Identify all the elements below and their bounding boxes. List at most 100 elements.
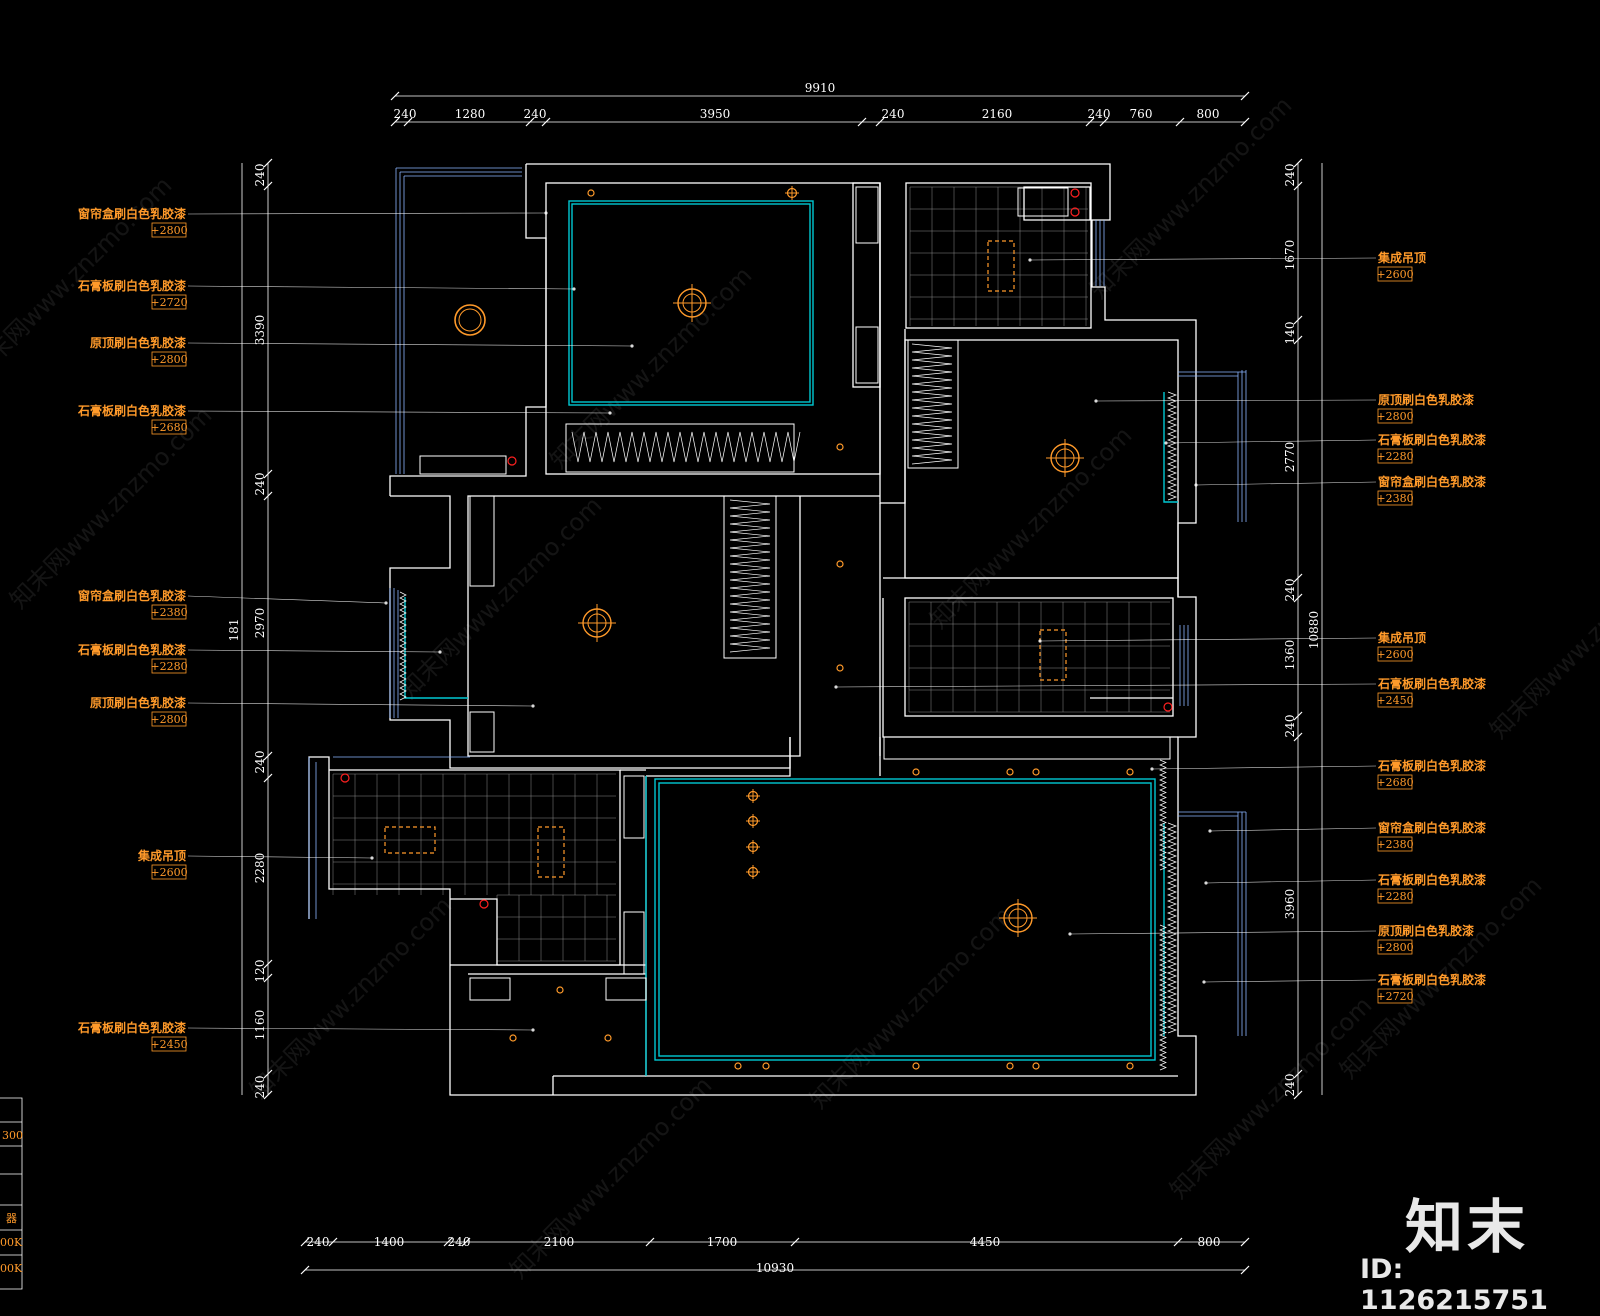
top-dim-9: 800 (1197, 107, 1220, 121)
hanger-zigzag (571, 431, 801, 463)
left-dim-1: 240 (253, 164, 267, 187)
leader-line (1209, 827, 1377, 832)
right-anno-label: 石膏板刷白色乳胶漆 (1377, 758, 1486, 773)
dim-tick (1175, 117, 1185, 127)
dim-tick (1085, 117, 1095, 127)
dim-tick (1293, 732, 1303, 742)
bottom-dim-2: 1400 (374, 1235, 405, 1249)
red-fixtures (340, 188, 1173, 909)
right-anno-label: 原顶刷白色乳胶漆 (1378, 392, 1474, 407)
right-anno-label: 集成吊顶 (1377, 250, 1426, 265)
left-anno-value: +2600 (150, 866, 187, 879)
dim-tick (1293, 181, 1303, 191)
spot-light (762, 1062, 770, 1070)
right-annotations: 集成吊顶+2600原顶刷白色乳胶漆+2800石膏板刷白色乳胶漆+2280窗帘盒刷… (1376, 250, 1486, 1004)
left-anno-label: 原顶刷白色乳胶漆 (90, 695, 186, 710)
dim-tick (390, 91, 400, 101)
dim-tick (443, 1237, 453, 1247)
hanger-zigzag (729, 499, 771, 653)
left-dim-9: 240 (253, 1076, 267, 1099)
left-anno-label: 石膏板刷白色乳胶漆 (77, 278, 186, 293)
leader-dot (1038, 639, 1042, 643)
dim-tick (1099, 117, 1109, 127)
dim-tick (263, 959, 273, 969)
dim-tick (263, 773, 273, 783)
spot-light (1006, 1062, 1014, 1070)
light-fixtures (454, 186, 1134, 1070)
left-anno-value: +2800 (150, 353, 187, 366)
right-anno-box (1377, 939, 1413, 955)
left-dim-5: 240 (253, 751, 267, 774)
dim-tick (541, 117, 551, 127)
dimension-ticks (263, 91, 1303, 1275)
spot-light (836, 664, 844, 672)
hanger-zigzag (1167, 391, 1177, 501)
pendant-light (454, 304, 486, 336)
right-anno-value: +2720 (1376, 990, 1413, 1003)
legend-text-2: 器 (6, 1212, 17, 1225)
dim-tick (263, 1090, 273, 1100)
right-dim-4: 2770 (1283, 442, 1297, 473)
leader-dot (531, 704, 535, 708)
right-anno-label: 窗帘盒刷白色乳胶漆 (1378, 820, 1486, 835)
watermark-text: 知末网www.znzmo.com (244, 891, 457, 1104)
legend-fragment-text: 300 器 00K 00K (0, 1129, 23, 1275)
left-anno-label: 石膏板刷白色乳胶漆 (77, 1020, 186, 1035)
left-anno-box (151, 711, 187, 727)
leader-dot (384, 601, 388, 605)
spot-light (1006, 768, 1014, 776)
dim-tick (857, 117, 867, 127)
hanger-zigzag (911, 343, 953, 465)
top-overall-dim: 9910 (805, 81, 836, 95)
watermark-text: 知末网www.znzmo.com (544, 261, 757, 474)
top-dim-8: 760 (1130, 107, 1153, 121)
left-dim-6: 2280 (253, 853, 267, 884)
hanger-zigzag (1159, 759, 1167, 871)
left-anno-box (151, 222, 187, 238)
pendant-light-inner (458, 308, 482, 332)
leader-dot (1028, 258, 1032, 262)
right-anno-label: 窗帘盒刷白色乳胶漆 (1378, 474, 1486, 489)
leader-line (1069, 930, 1377, 935)
leader-dot (1068, 932, 1072, 936)
dim-tick (875, 117, 885, 127)
leader-dot (1194, 483, 1198, 487)
dim-tick (300, 1237, 310, 1247)
leader-line (1203, 979, 1377, 983)
leader-line (1039, 637, 1377, 642)
dim-tick (263, 973, 273, 983)
right-dim-8: 3960 (1283, 889, 1297, 920)
left-anno-box (151, 604, 187, 620)
right-anno-label: 集成吊顶 (1377, 630, 1426, 645)
leader-dot (1208, 829, 1212, 833)
bottom-dim-3: 240 (448, 1235, 471, 1249)
leader-line (1165, 439, 1377, 444)
leader-dot (1094, 399, 1098, 403)
dim-tick (1293, 158, 1303, 168)
right-anno-value: +2600 (1376, 648, 1413, 661)
right-anno-label: 石膏板刷白色乳胶漆 (1377, 676, 1486, 691)
leader-line (187, 410, 611, 414)
ceiling-panels (384, 240, 1067, 878)
dim-tick (1293, 315, 1303, 325)
dim-tick (328, 1237, 338, 1247)
dim-tick (645, 1237, 655, 1247)
dim-tick (390, 117, 400, 127)
dim-tick (1240, 1265, 1250, 1275)
top-dim-6: 2160 (982, 107, 1013, 121)
leader-dot (438, 650, 442, 654)
bedroom-ceiling-tray (568, 200, 814, 406)
dim-tick (1240, 117, 1250, 127)
watermark-text: 知末网www.znzmo.com (1084, 91, 1297, 304)
leader-lines (187, 211, 1377, 1032)
left-dim-8: 1160 (253, 1010, 267, 1041)
wardrobes (419, 186, 1171, 1001)
dim-tick (461, 1237, 471, 1247)
top-dim-1: 240 (394, 107, 417, 121)
right-anno-value: +2800 (1376, 941, 1413, 954)
right-anno-label: 石膏板刷白色乳胶漆 (1377, 872, 1486, 887)
hanger-rails (399, 343, 1177, 1071)
leader-dot (544, 211, 548, 215)
right-anno-label: 石膏板刷白色乳胶漆 (1377, 972, 1486, 987)
